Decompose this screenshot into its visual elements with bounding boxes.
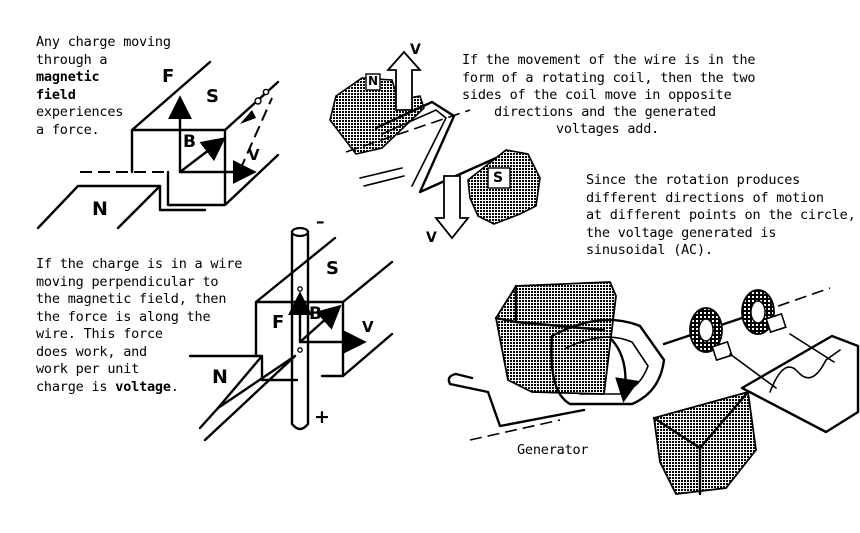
text-line: a force.	[36, 121, 100, 138]
text-line: work per unit	[36, 361, 140, 377]
text-line: Since the rotation produces	[586, 172, 801, 188]
text-line: directions and the generated	[494, 104, 716, 120]
rotating-coil-diagram	[329, 50, 541, 240]
sine-wave	[769, 349, 841, 393]
text-line-bold: magnetic	[36, 69, 100, 85]
label-v: V	[426, 230, 437, 246]
text-line-bold: field	[36, 86, 76, 103]
armature-coil	[550, 318, 666, 406]
b-vector	[178, 137, 226, 174]
label-b: B	[183, 132, 196, 152]
text-line: form of a rotating coil, then the two	[462, 69, 756, 86]
text-line: sides of the coil move in opposite	[462, 87, 732, 103]
label-n: N	[212, 366, 228, 388]
output-scope	[740, 334, 860, 434]
label-f: F	[162, 66, 175, 87]
text-block-charge: Any charge moving through a magnetic fie…	[36, 34, 171, 139]
n-pole-outline	[36, 184, 207, 230]
label-s: S	[493, 170, 504, 186]
text-line: moving perpendicular to	[36, 273, 219, 290]
wire-field-diagram	[188, 226, 394, 442]
n-pole-outline-2	[188, 354, 299, 442]
crank-handle	[447, 372, 586, 428]
text-punct: .	[170, 378, 179, 395]
text-line-bold: voltage	[115, 378, 171, 395]
s-pole-outline-2	[254, 236, 394, 378]
text-line: does work, and	[36, 343, 147, 360]
text-line: the voltage generated is	[586, 224, 777, 241]
brush-2	[765, 312, 787, 334]
label-n: N	[368, 74, 379, 88]
label-s: S	[326, 258, 339, 279]
brush-1	[711, 340, 733, 362]
magnet-charge-diagram	[36, 60, 280, 230]
generator-caption: Generator	[517, 442, 589, 458]
label-v: V	[410, 42, 421, 58]
text-block-rotation: Since the rotation produces different di…	[586, 172, 856, 260]
text-line: sinusoidal (AC).	[586, 242, 713, 258]
text-block-coil: If the movement of the wire is in the fo…	[462, 52, 756, 105]
text-line: through a	[36, 51, 108, 68]
text-line: If the movement of the wire is in the	[462, 52, 756, 68]
text-line: the magnetic field, then	[36, 291, 227, 307]
text-line: Any charge moving	[36, 34, 171, 50]
generator-diagram	[447, 281, 860, 496]
v-arrow-up	[385, 50, 423, 111]
text-line: experiences	[36, 104, 124, 120]
text-line: different directions of motion	[586, 189, 824, 206]
label-plus: +	[314, 406, 330, 428]
b-vector-2	[298, 304, 342, 344]
text-block-wire: If the charge is in a wire moving perpen…	[36, 256, 242, 396]
text-line: at different points on the circle,	[586, 207, 856, 223]
text-line: charge is	[36, 378, 116, 395]
label-v: V	[362, 318, 374, 336]
label-b: B	[309, 304, 322, 324]
generator-magnet-left	[495, 281, 617, 395]
text-line: voltages add.	[556, 121, 660, 137]
text-line: wire. This force	[36, 326, 163, 342]
text-line: the force is along the	[36, 308, 211, 325]
label-n: N	[92, 198, 108, 220]
label-minus: –	[316, 212, 325, 232]
text-line: If the charge is in a wire	[36, 256, 243, 272]
label-f: F	[272, 312, 285, 333]
v-arrow-down	[434, 175, 470, 240]
label-v: V	[248, 146, 260, 164]
label-s: S	[206, 86, 219, 107]
wire	[290, 230, 310, 431]
motion-track-dashed	[239, 97, 273, 171]
